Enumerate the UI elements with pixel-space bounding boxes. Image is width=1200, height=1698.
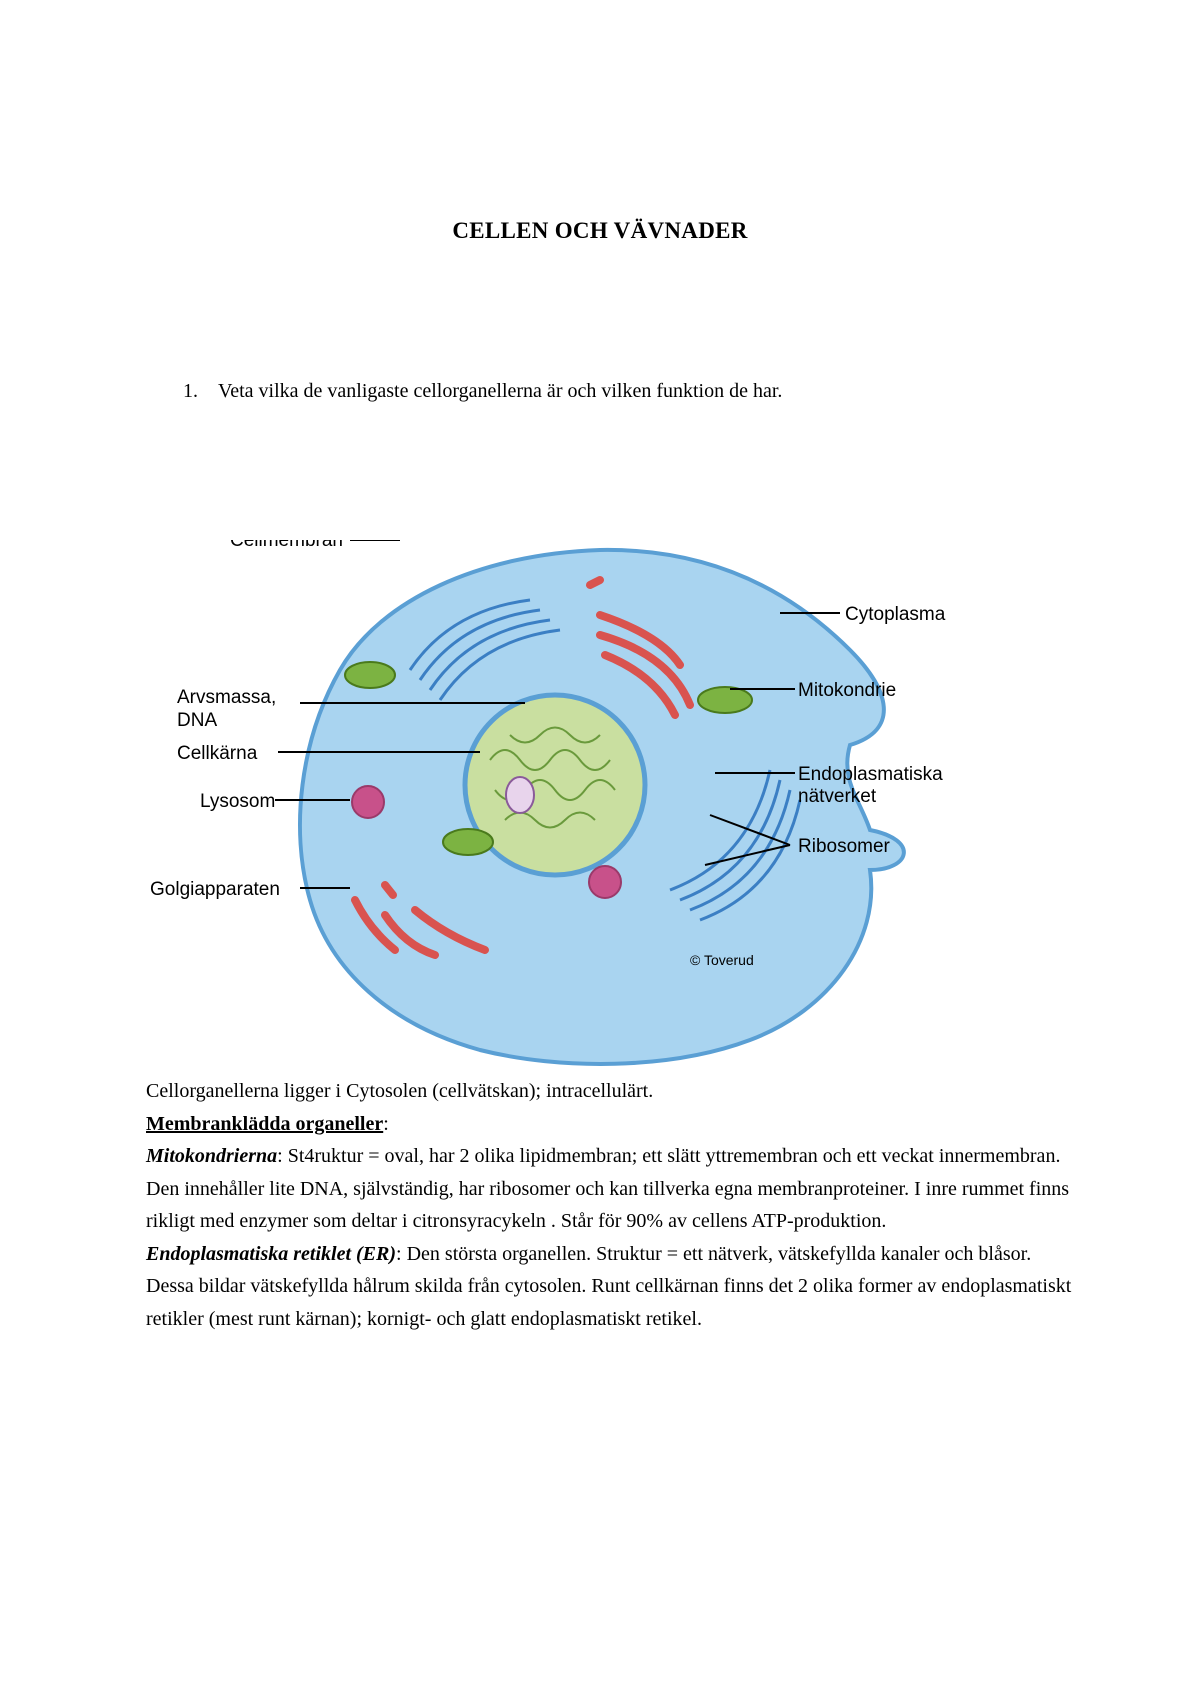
label-cellmembran: Cellmembran xyxy=(230,540,343,551)
lysosome xyxy=(588,865,622,899)
section-heading: Membranklädda organeller: xyxy=(146,1108,1076,1141)
label-er-2: nätverket xyxy=(798,786,877,807)
label-golgi: Golgiapparaten xyxy=(150,879,280,900)
paragraph-mitochondria: Mitokondrierna: St4ruktur = oval, har 2 … xyxy=(146,1140,1076,1238)
heading-text: Membranklädda organeller xyxy=(146,1112,384,1135)
label-copyright: © Toverud xyxy=(690,952,754,968)
label-mitokondrie: Mitokondrie xyxy=(798,680,896,701)
cell-diagram: Cellmembran Cytoplasma Arvsmassa, DNA Mi… xyxy=(150,540,946,1066)
golgi-upper xyxy=(586,576,694,719)
er-upper xyxy=(408,598,561,701)
body-text: Cellorganellerna ligger i Cytosolen (cel… xyxy=(146,1075,1076,1335)
label-ribosomer: Ribosomer xyxy=(798,836,891,857)
label-cytoplasma: Cytoplasma xyxy=(845,604,946,625)
page-title: CELLEN OCH VÄVNADER xyxy=(452,218,748,243)
er-right xyxy=(669,769,802,922)
label-dna: DNA xyxy=(177,710,217,731)
nucleolus xyxy=(505,776,535,814)
label-lysosom: Lysosom xyxy=(200,791,275,812)
list-number: 1. xyxy=(183,380,198,402)
text-er: : Den största organellen. Struktur = ett… xyxy=(146,1242,1072,1330)
term-er: Endoplasmatiska retiklet (ER) xyxy=(146,1242,397,1265)
label-arvsmassa: Arvsmassa, xyxy=(177,687,276,708)
mitochondrion xyxy=(344,661,753,856)
paragraph-er: Endoplasmatiska retiklet (ER): Den störs… xyxy=(146,1238,1076,1336)
list-text: Veta vilka de vanligaste cellorganellern… xyxy=(218,380,783,402)
term-mitochondria: Mitokondrierna xyxy=(146,1145,278,1167)
label-cellkarna: Cellkärna xyxy=(177,743,258,764)
text-mitochondria: : St4ruktur = oval, har 2 olika lipidmem… xyxy=(146,1145,1070,1232)
golgi-lower xyxy=(351,881,489,959)
dna-chromatin xyxy=(489,726,616,829)
lysosome xyxy=(351,785,385,819)
leader-lines xyxy=(275,540,840,889)
heading-suffix: : xyxy=(383,1112,389,1135)
paragraph-intro: Cellorganellerna ligger i Cytosolen (cel… xyxy=(146,1080,654,1102)
label-er: Endoplasmatiska xyxy=(798,764,943,785)
list-item: 1. Veta vilka de vanligaste cellorganelle… xyxy=(183,380,782,403)
nucleus-shape xyxy=(462,692,648,878)
